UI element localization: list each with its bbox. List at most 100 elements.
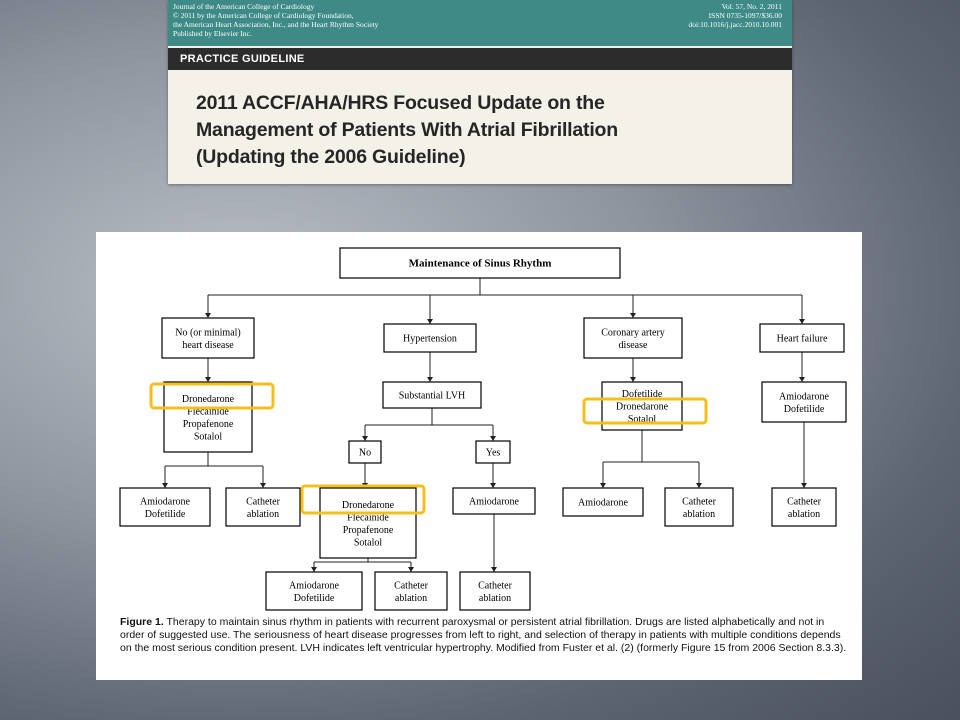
node-label: Amiodarone	[779, 391, 830, 402]
journal-info-band: Journal of the American College of Cardi…	[168, 0, 792, 46]
journal-line: Published by Elsevier Inc.	[173, 29, 252, 38]
node-label: Maintenance of Sinus Rhythm	[409, 258, 552, 270]
node-box	[382, 381, 482, 409]
node-label: Amiodarone	[140, 496, 191, 507]
arrow-head	[600, 483, 606, 488]
journal-line: © 2011 by the American College of Cardio…	[173, 11, 354, 20]
node-box	[452, 487, 536, 515]
figure-panel: Maintenance of Sinus Rhythm No (or minima…	[96, 232, 862, 680]
node-box	[459, 571, 531, 611]
node-label: Flecainide	[187, 406, 229, 417]
node-box	[319, 487, 417, 559]
node-box	[771, 487, 837, 527]
flow-node-lvh-yes: Yes	[475, 440, 511, 464]
arrow-head	[260, 483, 266, 488]
article-title-line: 2011 ACCF/AHA/HRS Focused Update on the	[196, 92, 605, 114]
arrow-head	[801, 483, 807, 488]
divider	[168, 46, 792, 48]
highlight-box	[582, 397, 708, 425]
flow-node-no-cath: Catheter ablation	[374, 571, 448, 611]
flow-node-hf: Heart failure	[759, 323, 845, 353]
journal-line: Journal of the American College of Cardi…	[173, 2, 315, 11]
arrow-head	[799, 319, 805, 324]
node-box	[583, 317, 683, 359]
node-label: Catheter	[394, 580, 429, 591]
node-label: Yes	[486, 448, 501, 459]
figure-caption: Figure 1. Therapy to maintain sinus rhyt…	[120, 616, 850, 655]
flow-node-hf-cath: Catheter ablation	[771, 487, 837, 527]
node-label: Sotalol	[354, 537, 383, 548]
flow-node-lvh-no: No	[348, 440, 382, 464]
node-box	[761, 381, 847, 423]
node-label: heart disease	[182, 340, 234, 351]
node-label: Catheter	[682, 496, 717, 507]
node-label: Catheter	[478, 580, 513, 591]
arrow-head	[205, 377, 211, 382]
node-box	[374, 571, 448, 611]
node-label: No	[359, 448, 371, 459]
article-title-line: (Updating the 2006 Guideline)	[196, 146, 466, 168]
node-box	[759, 323, 845, 353]
flow-node-hypertension: Hypertension	[383, 323, 477, 353]
flow-node-cad: Coronary artery disease	[583, 317, 683, 359]
node-label: Dronedarone	[182, 394, 235, 405]
node-label: ablation	[683, 509, 715, 520]
flow-node-cad-cath: Catheter ablation	[664, 487, 734, 527]
arrow-head	[408, 567, 414, 572]
flow-node-yes-amio: Amiodarone	[452, 487, 536, 515]
node-label: Propafenone	[343, 525, 394, 536]
node-box	[339, 247, 621, 279]
node-label: No (or minimal)	[175, 327, 241, 338]
node-box	[163, 381, 253, 453]
node-label: ablation	[395, 593, 427, 604]
node-label: Heart failure	[777, 334, 828, 345]
node-label: ablation	[247, 509, 279, 520]
node-label: Dronedarone	[616, 402, 669, 413]
node-label: Catheter	[246, 496, 281, 507]
node-label: Hypertension	[403, 334, 457, 345]
node-label: Catheter	[787, 496, 822, 507]
node-label: disease	[619, 340, 648, 351]
node-label: Flecainide	[347, 512, 389, 523]
arrow-head	[427, 377, 433, 382]
flowchart: Maintenance of Sinus Rhythm No (or minima…	[119, 247, 847, 611]
node-label: Amiodarone	[289, 580, 340, 591]
node-box	[348, 440, 382, 464]
flow-node-nd-cath: Catheter ablation	[225, 487, 301, 527]
highlight-box	[149, 382, 275, 410]
node-box	[265, 571, 363, 611]
arrow-head	[696, 483, 702, 488]
arrow-head	[799, 377, 805, 382]
flow-node-yes-cath: Catheter ablation	[459, 571, 531, 611]
node-box	[562, 487, 644, 517]
arrow-head	[490, 436, 496, 441]
flow-node-lvh: Substantial LVH	[382, 381, 482, 409]
flow-node-root: Maintenance of Sinus Rhythm	[339, 247, 621, 279]
journal-header: Journal of the American College of Cardi…	[168, 0, 792, 184]
arrow-head	[162, 483, 168, 488]
journal-issn: ISSN 0735-1097/$36.00	[708, 11, 782, 20]
node-label: Amiodarone	[578, 498, 629, 509]
arrow-head	[490, 483, 496, 488]
node-box	[119, 487, 211, 527]
node-label: Coronary artery	[601, 327, 665, 338]
node-label: Dofetilide	[145, 509, 186, 520]
journal-line: the American Heart Association, Inc., an…	[173, 20, 379, 29]
node-box	[475, 440, 511, 464]
node-label: Dofetilide	[784, 404, 825, 415]
node-label: Propafenone	[183, 419, 234, 430]
section-label: PRACTICE GUIDELINE	[180, 53, 305, 65]
flow-node-cad-amio: Amiodarone	[562, 487, 644, 517]
node-box	[383, 323, 477, 353]
node-box	[161, 317, 255, 359]
arrow-head	[630, 313, 636, 318]
node-label: ablation	[479, 593, 511, 604]
node-label: ablation	[788, 509, 820, 520]
journal-volume: Vol. 57, No. 2, 2011	[721, 2, 782, 11]
node-label: Substantial LVH	[399, 391, 466, 402]
arrow-head	[630, 377, 636, 382]
